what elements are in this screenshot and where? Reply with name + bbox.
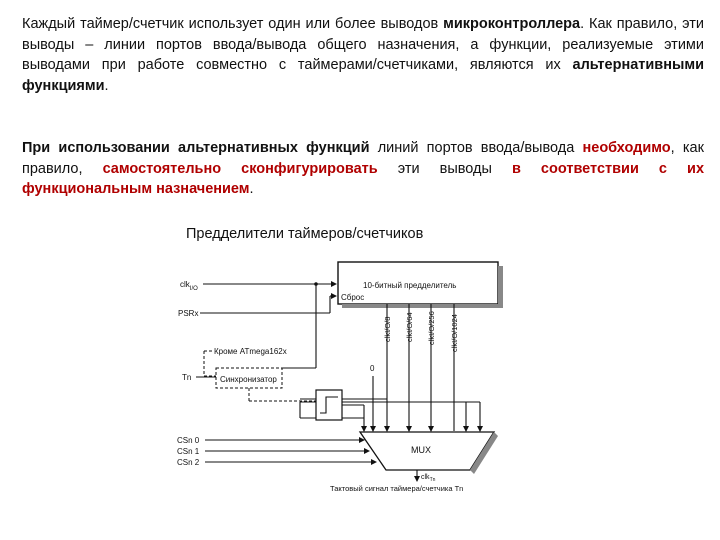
tap-8-label: clkI/O/8 [383, 317, 392, 342]
p1-text-1: Каждый таймер/счетчик использует один ил… [22, 16, 444, 32]
prescaler-label: 10-битный предделитель [363, 281, 456, 290]
reset-label: Сброс [341, 293, 364, 302]
note-label: Кроме ATmega162x [214, 347, 287, 356]
p2-term-necessary: необходимо [582, 140, 671, 156]
tn-label: Tn [182, 373, 191, 382]
mux-label: MUX [411, 445, 431, 455]
p2-text-3: эти выводы [377, 160, 512, 177]
prescaler-shadow [498, 266, 503, 308]
p2-term-alt-use: При использовании альтернативных функций [22, 140, 370, 156]
p1-text-3: . [104, 77, 109, 94]
p1-term-alt-functions: альтернативными функциями [22, 57, 704, 94]
edge-detector-symbol [320, 396, 338, 414]
config-paragraph: При использовании альтернативных функций… [22, 138, 704, 200]
synchronizer-box [215, 367, 283, 389]
prescaler-shadow-bottom [342, 304, 503, 308]
p2-term-configure: самостоятельно сконфигурировать [102, 160, 378, 177]
p2-text-4: . [249, 181, 254, 197]
tap-1024-label: clkI/O/1024 [450, 314, 459, 352]
cs0-label: CSn 0 [177, 436, 200, 445]
tap-256-label: clkI/O/256 [427, 311, 436, 345]
psr-label: PSRx [178, 309, 198, 318]
output-caption: Тактовый сигнал таймера/счетчика Tn [330, 484, 463, 493]
sync-label: Синхронизатор [220, 375, 277, 384]
p2-text-1: линий портов ввода/вывода [369, 140, 583, 156]
diagram-title: Предделители таймеров/счетчиков [186, 226, 424, 242]
cs2-label: CSn 2 [177, 458, 200, 467]
tap-64-label: clkI/O/64 [405, 312, 414, 342]
p2-term-purpose: в соответствии с их функциональным назна… [22, 160, 705, 198]
zero-label: 0 [370, 364, 375, 373]
mux-shadow [470, 432, 498, 474]
clk-io-label: clkI/O [180, 280, 198, 292]
cs1-label: CSn 1 [177, 447, 200, 456]
p1-term-mcu: микроконтроллера [443, 16, 581, 32]
intro-paragraph: Каждый таймер/счетчик использует один ил… [22, 14, 704, 96]
p2-text-2: , как правило, [22, 140, 704, 177]
p1-text-2: . Как правило, эти выводы – линии портов… [22, 16, 704, 73]
clk-tn-label: clkTn [421, 474, 436, 483]
edge-detector-box [315, 389, 343, 421]
